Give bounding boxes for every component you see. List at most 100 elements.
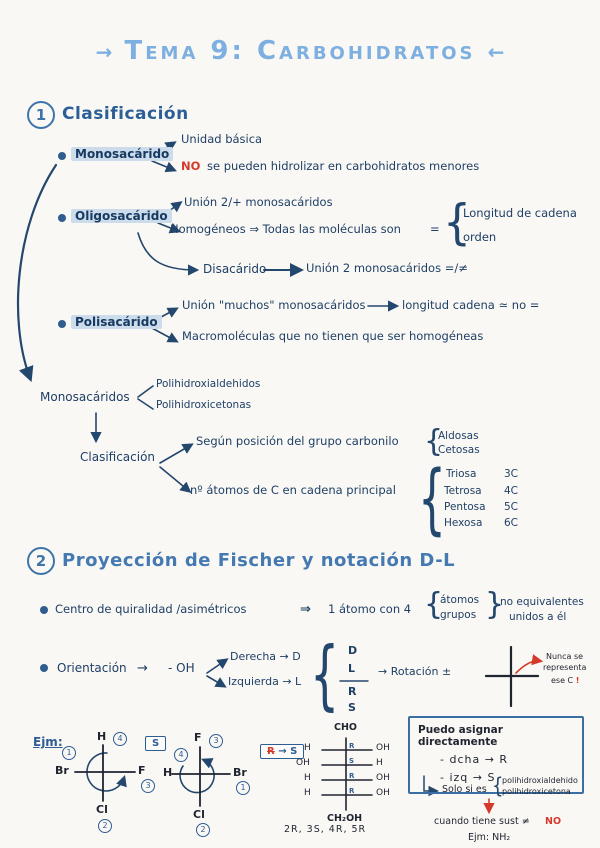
quir-brace-item-2: grupos: [440, 609, 477, 621]
triosa-name: Triosa: [446, 468, 477, 480]
e1-left-atom: Br: [55, 764, 69, 777]
oligo-branch2-text: Homogéneos ⇒ Todas las moléculas son: [170, 222, 401, 236]
e2-left-atom: H: [163, 766, 173, 779]
chain-config: 2R, 3S, 4R, 5R: [284, 824, 367, 835]
monos-branch-down: [137, 398, 154, 410]
mono-branch-down: [151, 160, 177, 173]
e2-left-priority: 4: [174, 748, 188, 762]
letter-L: L: [348, 662, 356, 675]
letter-S: S: [348, 701, 356, 714]
chain-row3-right: OH: [376, 773, 390, 783]
cross-note-3: ese C !: [551, 676, 579, 686]
poli-branch1b-text: longitud cadena ≃ no =: [402, 298, 540, 312]
solo-item-2: polihidroxicetona: [502, 787, 571, 796]
carbons-brace: {: [418, 455, 446, 545]
quiralidad-label: Centro de quiralidad /asimétricos: [55, 602, 247, 616]
orientacion-label: Orientación: [57, 661, 127, 675]
chem-strokes: [74, 645, 540, 811]
red-strokes: [483, 654, 544, 815]
clasificacion-label: Clasificación: [80, 450, 156, 464]
bullet-icon: [58, 320, 66, 328]
chain-row3-mark: R: [349, 772, 355, 780]
chain-top-group: CHO: [334, 722, 357, 733]
e1-result-box: S: [145, 736, 167, 751]
condicion-no-red: NO: [545, 816, 562, 827]
pentosa-carbons: 5C: [504, 501, 519, 513]
condicion-text: cuando tiene sust ≠: [434, 816, 530, 827]
hexosa-carbons: 6C: [504, 517, 519, 529]
disacarido-label: Disacárido: [203, 262, 267, 276]
hexosa-row: Hexosa 6C: [444, 517, 518, 530]
cross-note-2: representa: [543, 663, 587, 672]
disacarido-text: Unión 2 monosacáridos =/≠: [306, 261, 468, 275]
oligo-branch-down: [157, 222, 181, 234]
letter-R: R: [348, 685, 357, 698]
page-title-text: Tema 9: Carbohidratos: [124, 36, 476, 66]
solo-brace: {: [492, 773, 504, 799]
poli-branch2-text: Macromoléculas que no tienen que ser hom…: [182, 329, 484, 343]
section1-number: 1: [27, 101, 55, 129]
bullet-icon: [40, 664, 48, 672]
monosacaridos-label: Monosacáridos: [40, 390, 130, 404]
ori-branch-down: [206, 675, 227, 688]
clasif-branch-down: [159, 466, 192, 494]
izquierda-text: Izquierda → L: [228, 675, 302, 688]
oligo-brace-item-2: orden: [463, 230, 497, 244]
cross-note-1: Nunca se: [546, 652, 584, 661]
monos-branch-up: [137, 385, 154, 398]
dl-brace: {: [310, 629, 340, 719]
monos-item-1: Polihidroxialdehidos: [156, 378, 261, 390]
title-right-arrow-icon: ←: [487, 40, 505, 64]
tree-connectors: [16, 141, 439, 797]
ori-branch-up: [206, 658, 229, 674]
quiralidad-arrow: ⇒: [300, 602, 311, 617]
asignacion-line2: - izq → S: [440, 771, 496, 784]
chain-bottom-group: CH₂OH: [327, 813, 363, 824]
solo-text: Solo si es: [442, 784, 487, 795]
orientacion-arrow: →: [137, 661, 148, 676]
solo-item-1: polihidroxialdehido: [502, 776, 578, 785]
red-note-arc: [515, 654, 544, 674]
chain-row2-left: OH: [296, 758, 310, 768]
section2-title: Proyección de Fischer y notación D-L: [62, 550, 456, 571]
derecha-text: Derecha → D: [230, 650, 301, 663]
e1-right-priority: 3: [141, 779, 155, 793]
oligo-brace-item-1: Longitud de cadena: [463, 206, 577, 220]
e2-top-atom: F: [194, 731, 202, 744]
long-left-arc-arrow: [16, 163, 58, 383]
e1-right-atom: F: [138, 764, 146, 777]
e2-bottom-priority: 2: [196, 823, 210, 837]
triosa-carbons: 3C: [504, 468, 519, 480]
chain-row3-left: H: [304, 773, 311, 783]
e1-bottom-atom: Cl: [96, 803, 108, 816]
letter-D: D: [348, 644, 358, 657]
asignacion-title: Puedo asignar directamente: [418, 724, 503, 748]
clasif-branch-up: [159, 443, 194, 464]
mono-branch2-text: se pueden hidrolizar en carbohidratos me…: [207, 159, 480, 173]
hexosa-name: Hexosa: [444, 517, 483, 529]
e2-result-old: R: [267, 746, 275, 757]
quiralidad-text: 1 átomo con 4: [328, 602, 412, 616]
oligosacarido-label: Oligosacárido: [71, 209, 172, 224]
tetrosa-row: Tetrosa 4C: [444, 485, 518, 498]
triosa-row: Triosa 3C: [446, 468, 518, 481]
tetrosa-carbons: 4C: [504, 485, 519, 497]
cross-note-bang: !: [575, 676, 580, 685]
polisacarido-label: Polisacárido: [71, 315, 162, 330]
poli-branch1a-text: Unión "muchos" monosacáridos: [182, 298, 366, 312]
e2-result-arrow-icon: →: [278, 746, 287, 757]
tetrosa-name: Tetrosa: [444, 485, 482, 497]
quir-brace-left: {: [424, 587, 444, 622]
clasif-branch1-text: Según posición del grupo carbonilo: [196, 434, 399, 448]
chain-row2-right: H: [376, 758, 383, 768]
e2-result-new: S: [290, 746, 298, 757]
title-left-arrow-icon: →: [95, 40, 113, 64]
e2-right-priority: 1: [236, 781, 250, 795]
chain-row4-left: H: [304, 788, 311, 798]
e2-bottom-atom: Cl: [193, 808, 205, 821]
e1-left-priority: 1: [62, 746, 76, 760]
example1-rotation-arc: [86, 752, 127, 792]
solo-elbow-arrow: [423, 775, 439, 797]
